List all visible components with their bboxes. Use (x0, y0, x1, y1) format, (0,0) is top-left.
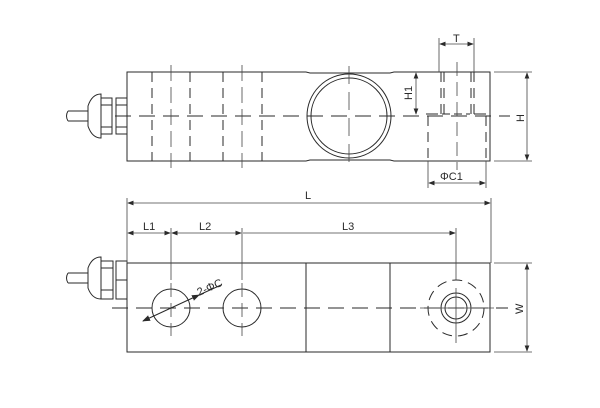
top-view: T H1 H ΦC1 (66, 33, 532, 188)
dim-H1: H1 (403, 86, 415, 100)
dim-L1: L1 (143, 221, 155, 233)
mounting-holes: 2-ΦC (142, 277, 262, 336)
dim-L: L (305, 190, 311, 202)
dim-L2: L2 (199, 221, 211, 233)
top-body-outline (126, 71, 491, 162)
dim-C1: ΦC1 (440, 171, 463, 183)
cable-icon (66, 256, 128, 300)
dim-T: T (453, 33, 460, 45)
dim-W: W (514, 303, 526, 314)
dim-L3: L3 (342, 221, 354, 233)
dim-holes: 2-ΦC (195, 277, 224, 299)
load-hole (420, 279, 494, 343)
load-hole-section (426, 62, 487, 170)
bottom-view: 2-ΦC L L1 L2 L3 W (66, 190, 532, 353)
dim-H: H (515, 114, 527, 122)
cable-icon (66, 93, 128, 139)
